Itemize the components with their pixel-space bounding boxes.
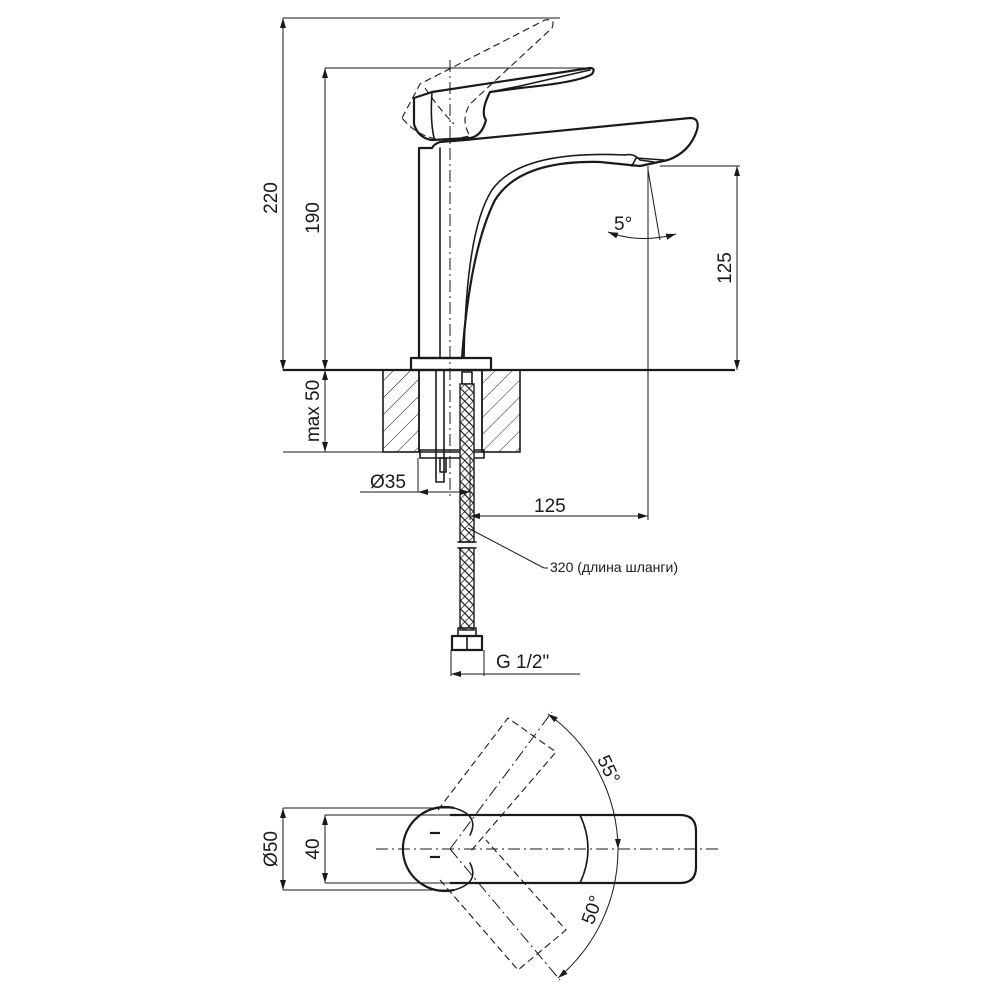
dim-text-max50: max 50 <box>303 380 324 442</box>
dim-text-thread: G 1/2" <box>496 652 549 673</box>
hose-length-note: 320 (длина шланги) <box>550 559 678 575</box>
top-view: Ø50 40 55° 50° <box>261 711 720 981</box>
dim-text-50deg: 50° <box>578 893 608 927</box>
dim-text-40: 40 <box>303 838 324 859</box>
lever-raised-phantom <box>401 19 554 141</box>
faucet-base-flange <box>409 356 493 372</box>
side-view: 220 190 125 max 50 5° Ø35 125 320 (длина… <box>261 17 740 677</box>
dim-text-d35: Ø35 <box>370 472 406 493</box>
lever-phantom-cold <box>439 839 567 971</box>
dim-text-55deg: 55° <box>592 752 623 787</box>
dim-arc-50deg <box>557 848 619 979</box>
dim-text-d50: Ø50 <box>261 831 282 867</box>
countertop-section <box>283 368 735 453</box>
dim-arc-5deg <box>607 231 677 240</box>
dim-text-220: 220 <box>261 182 282 214</box>
dim-text-190: 190 <box>303 202 324 234</box>
lever-handle <box>412 66 595 142</box>
dim-text-125-reach: 125 <box>534 496 566 517</box>
lever-phantom-hot <box>437 717 557 853</box>
dim-text-125-height: 125 <box>715 252 736 284</box>
faucet-body <box>409 116 699 372</box>
dim-text-5deg: 5° <box>614 214 632 235</box>
flexible-hose <box>450 383 484 652</box>
dim-arc-55deg <box>547 713 621 850</box>
hose-leader-line <box>467 527 545 569</box>
